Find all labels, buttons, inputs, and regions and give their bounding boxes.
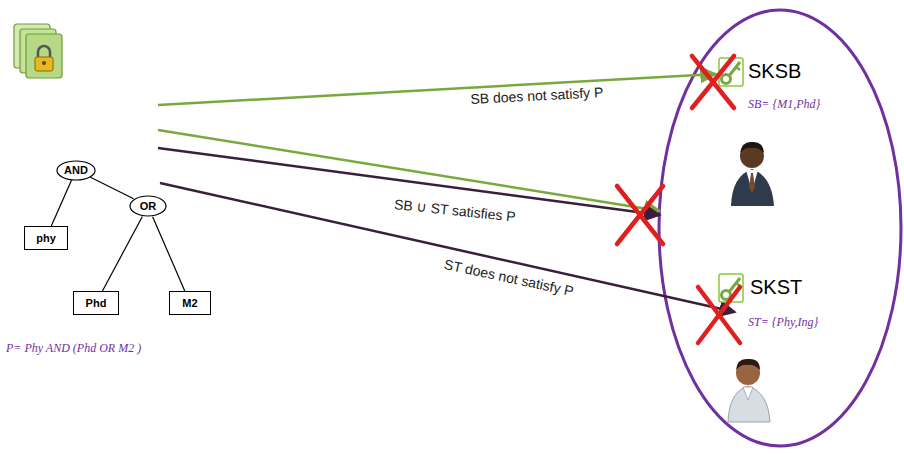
node-text: Phd xyxy=(86,297,107,309)
key-name: SKSB xyxy=(748,60,801,83)
red-cross xyxy=(698,287,740,343)
red-cross xyxy=(692,56,734,108)
arrow-label: SB ∪ ST satisfies P xyxy=(393,196,516,225)
node-text: AND xyxy=(64,164,88,176)
policy-formula: P= Phy AND (Phd OR M2 ) xyxy=(6,342,141,356)
tree-branch xyxy=(102,217,142,291)
node-text: OR xyxy=(140,200,157,212)
node-text: M2 xyxy=(182,297,197,309)
ciphertext-icon xyxy=(14,24,62,78)
attribute-set: ST= {Phy,Ing} xyxy=(748,316,818,330)
dark-arrow xyxy=(160,183,735,312)
attribute-box: M2 xyxy=(169,291,211,315)
attribute-box: Phd xyxy=(73,291,119,315)
user-icon xyxy=(728,359,770,422)
operator-ellipse: OR xyxy=(129,195,167,217)
attribute-box: phy xyxy=(24,226,68,250)
attribute-set: SB= {M1,Phd} xyxy=(748,98,820,112)
tree-branch xyxy=(51,180,71,226)
operator-ellipse: AND xyxy=(56,160,96,181)
node-text: phy xyxy=(36,232,56,244)
red-cross xyxy=(617,186,663,244)
tree-branch xyxy=(90,177,133,199)
green-arrow xyxy=(158,74,716,105)
key-name: SKST xyxy=(750,276,802,299)
user-icon xyxy=(731,142,774,206)
tree-branch xyxy=(153,217,185,291)
